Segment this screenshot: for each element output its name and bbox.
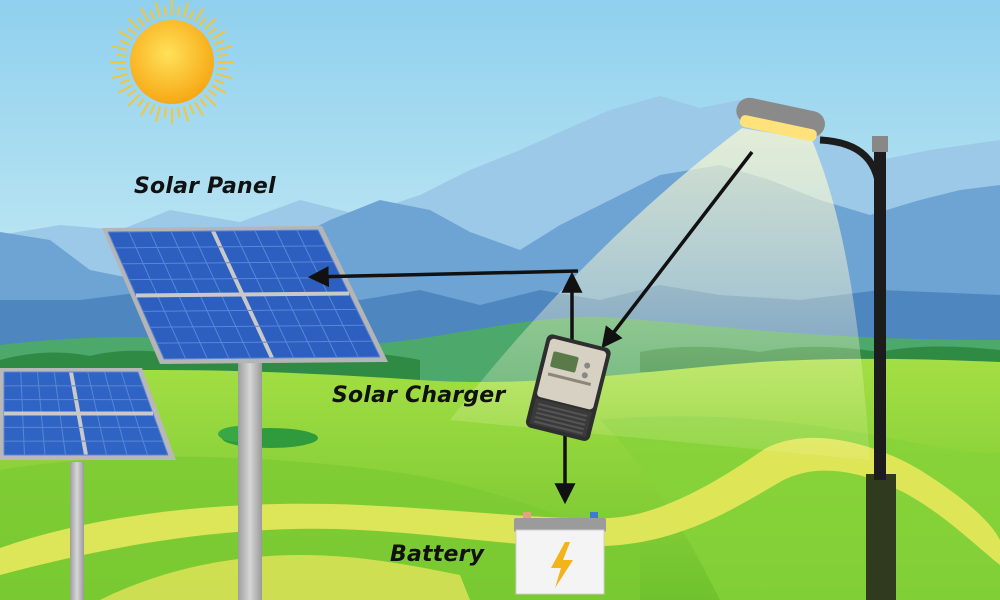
solar-panel-cells [107, 229, 381, 360]
panel-cell-line [107, 229, 319, 233]
street-light-head [736, 97, 825, 142]
solar-panel-label: Solar Panel [134, 174, 276, 199]
battery-label: Battery [390, 542, 485, 567]
arrow-to-solar-panel [307, 266, 579, 288]
panel-cell-line [121, 261, 334, 265]
lightning-bolt-icon [551, 542, 573, 588]
solar-charger-label: Solar Charger [332, 383, 506, 408]
street-light-pole [874, 150, 886, 480]
street-light-pole-cap [872, 136, 888, 152]
flow-arrows [307, 150, 754, 505]
battery [514, 512, 606, 595]
panel-cell-line [149, 324, 365, 328]
panel-cell-line [114, 245, 326, 249]
street-light-pole-base [866, 474, 896, 600]
panel-cell-line [142, 308, 357, 312]
small-panel-pole [70, 462, 84, 600]
yellow-path [0, 437, 1000, 575]
panel-cell-line [163, 356, 381, 360]
panel-cell-line [135, 291, 350, 298]
solar-panel [102, 226, 388, 600]
small-solar-panel [0, 368, 176, 600]
panel-cell-line [156, 340, 373, 344]
arrow-lamp-to-charger [601, 150, 754, 349]
street-light [736, 97, 896, 600]
solar-panel-pole [238, 360, 262, 600]
solar-charger [525, 334, 611, 441]
panel-cell-line [128, 277, 342, 281]
solar-charger-screen [550, 351, 579, 373]
street-light-arm [819, 136, 884, 201]
yellow-path-inner [100, 555, 470, 600]
sun-icon [110, 0, 234, 124]
